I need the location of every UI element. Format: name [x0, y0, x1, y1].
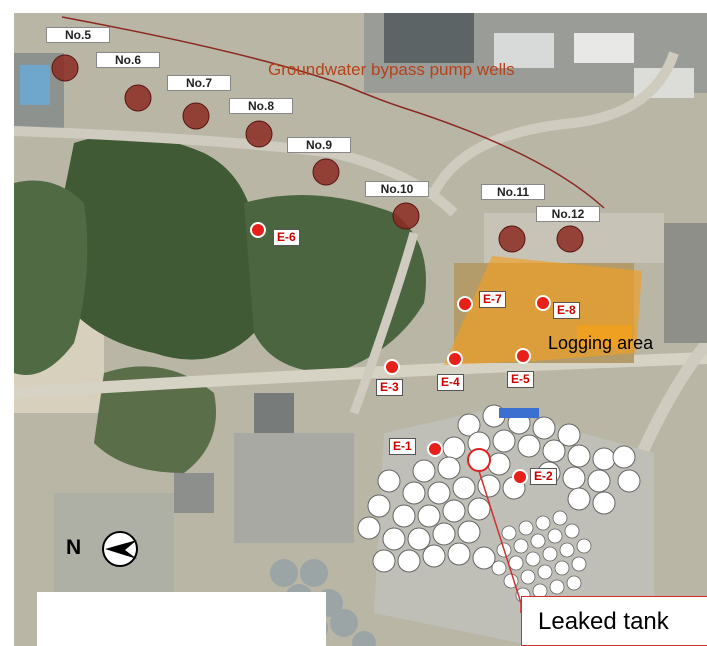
hole-label-e1: E-1: [389, 438, 416, 455]
hole-label-e6: E-6: [273, 229, 300, 246]
hole-label-e8: E-8: [553, 302, 580, 319]
well-label-no11: No.11: [481, 184, 545, 200]
blank-caption-box: [37, 592, 326, 646]
aerial-photo: [14, 13, 707, 646]
hole-label-e2: E-2: [530, 468, 557, 485]
compass-north-label: N: [66, 536, 82, 559]
hole-label-e5: E-5: [507, 371, 534, 388]
logging-area-label: Logging area: [548, 333, 654, 353]
well-label-no7: No.7: [167, 75, 231, 91]
hole-label-e7: E-7: [479, 291, 506, 308]
well-label-no12: No.12: [536, 206, 600, 222]
well-label-no6: No.6: [96, 52, 160, 68]
well-label-no10: No.10: [365, 181, 429, 197]
leaked-tank-label: Leaked tank: [521, 596, 707, 646]
well-label-no8: No.8: [229, 98, 293, 114]
well-label-no5: No.5: [46, 27, 110, 43]
hole-label-e3: E-3: [376, 379, 403, 396]
bypass-wells-title: Groundwater bypass pump wells: [268, 60, 515, 79]
hole-label-e4: E-4: [437, 374, 464, 391]
well-label-no9: No.9: [287, 137, 351, 153]
